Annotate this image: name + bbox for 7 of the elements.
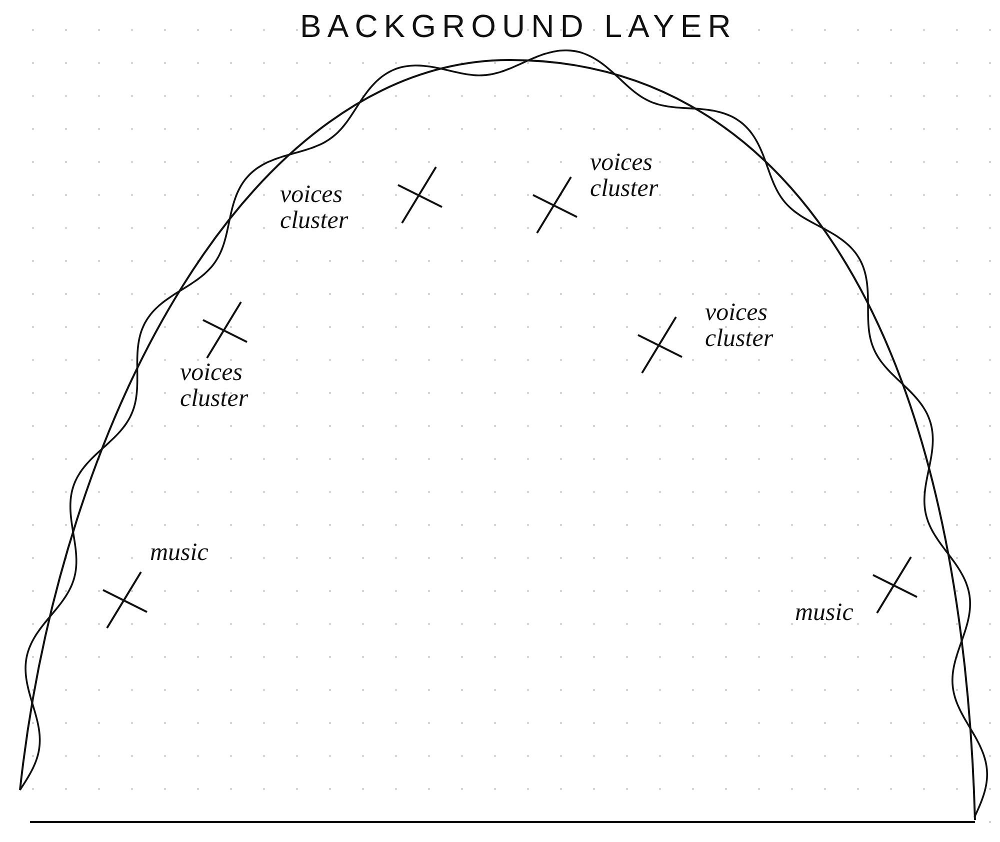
annotation-label: voices cluster [280, 182, 350, 234]
annotation-label: music [795, 600, 854, 626]
annotation-label: music [150, 540, 210, 566]
annotation-label: voices cluster [705, 300, 774, 352]
annotation-label: voices cluster [590, 150, 660, 202]
layer-title: BACKGROUND LAYER [300, 8, 737, 45]
annotation-label: voices cluster [180, 360, 250, 412]
